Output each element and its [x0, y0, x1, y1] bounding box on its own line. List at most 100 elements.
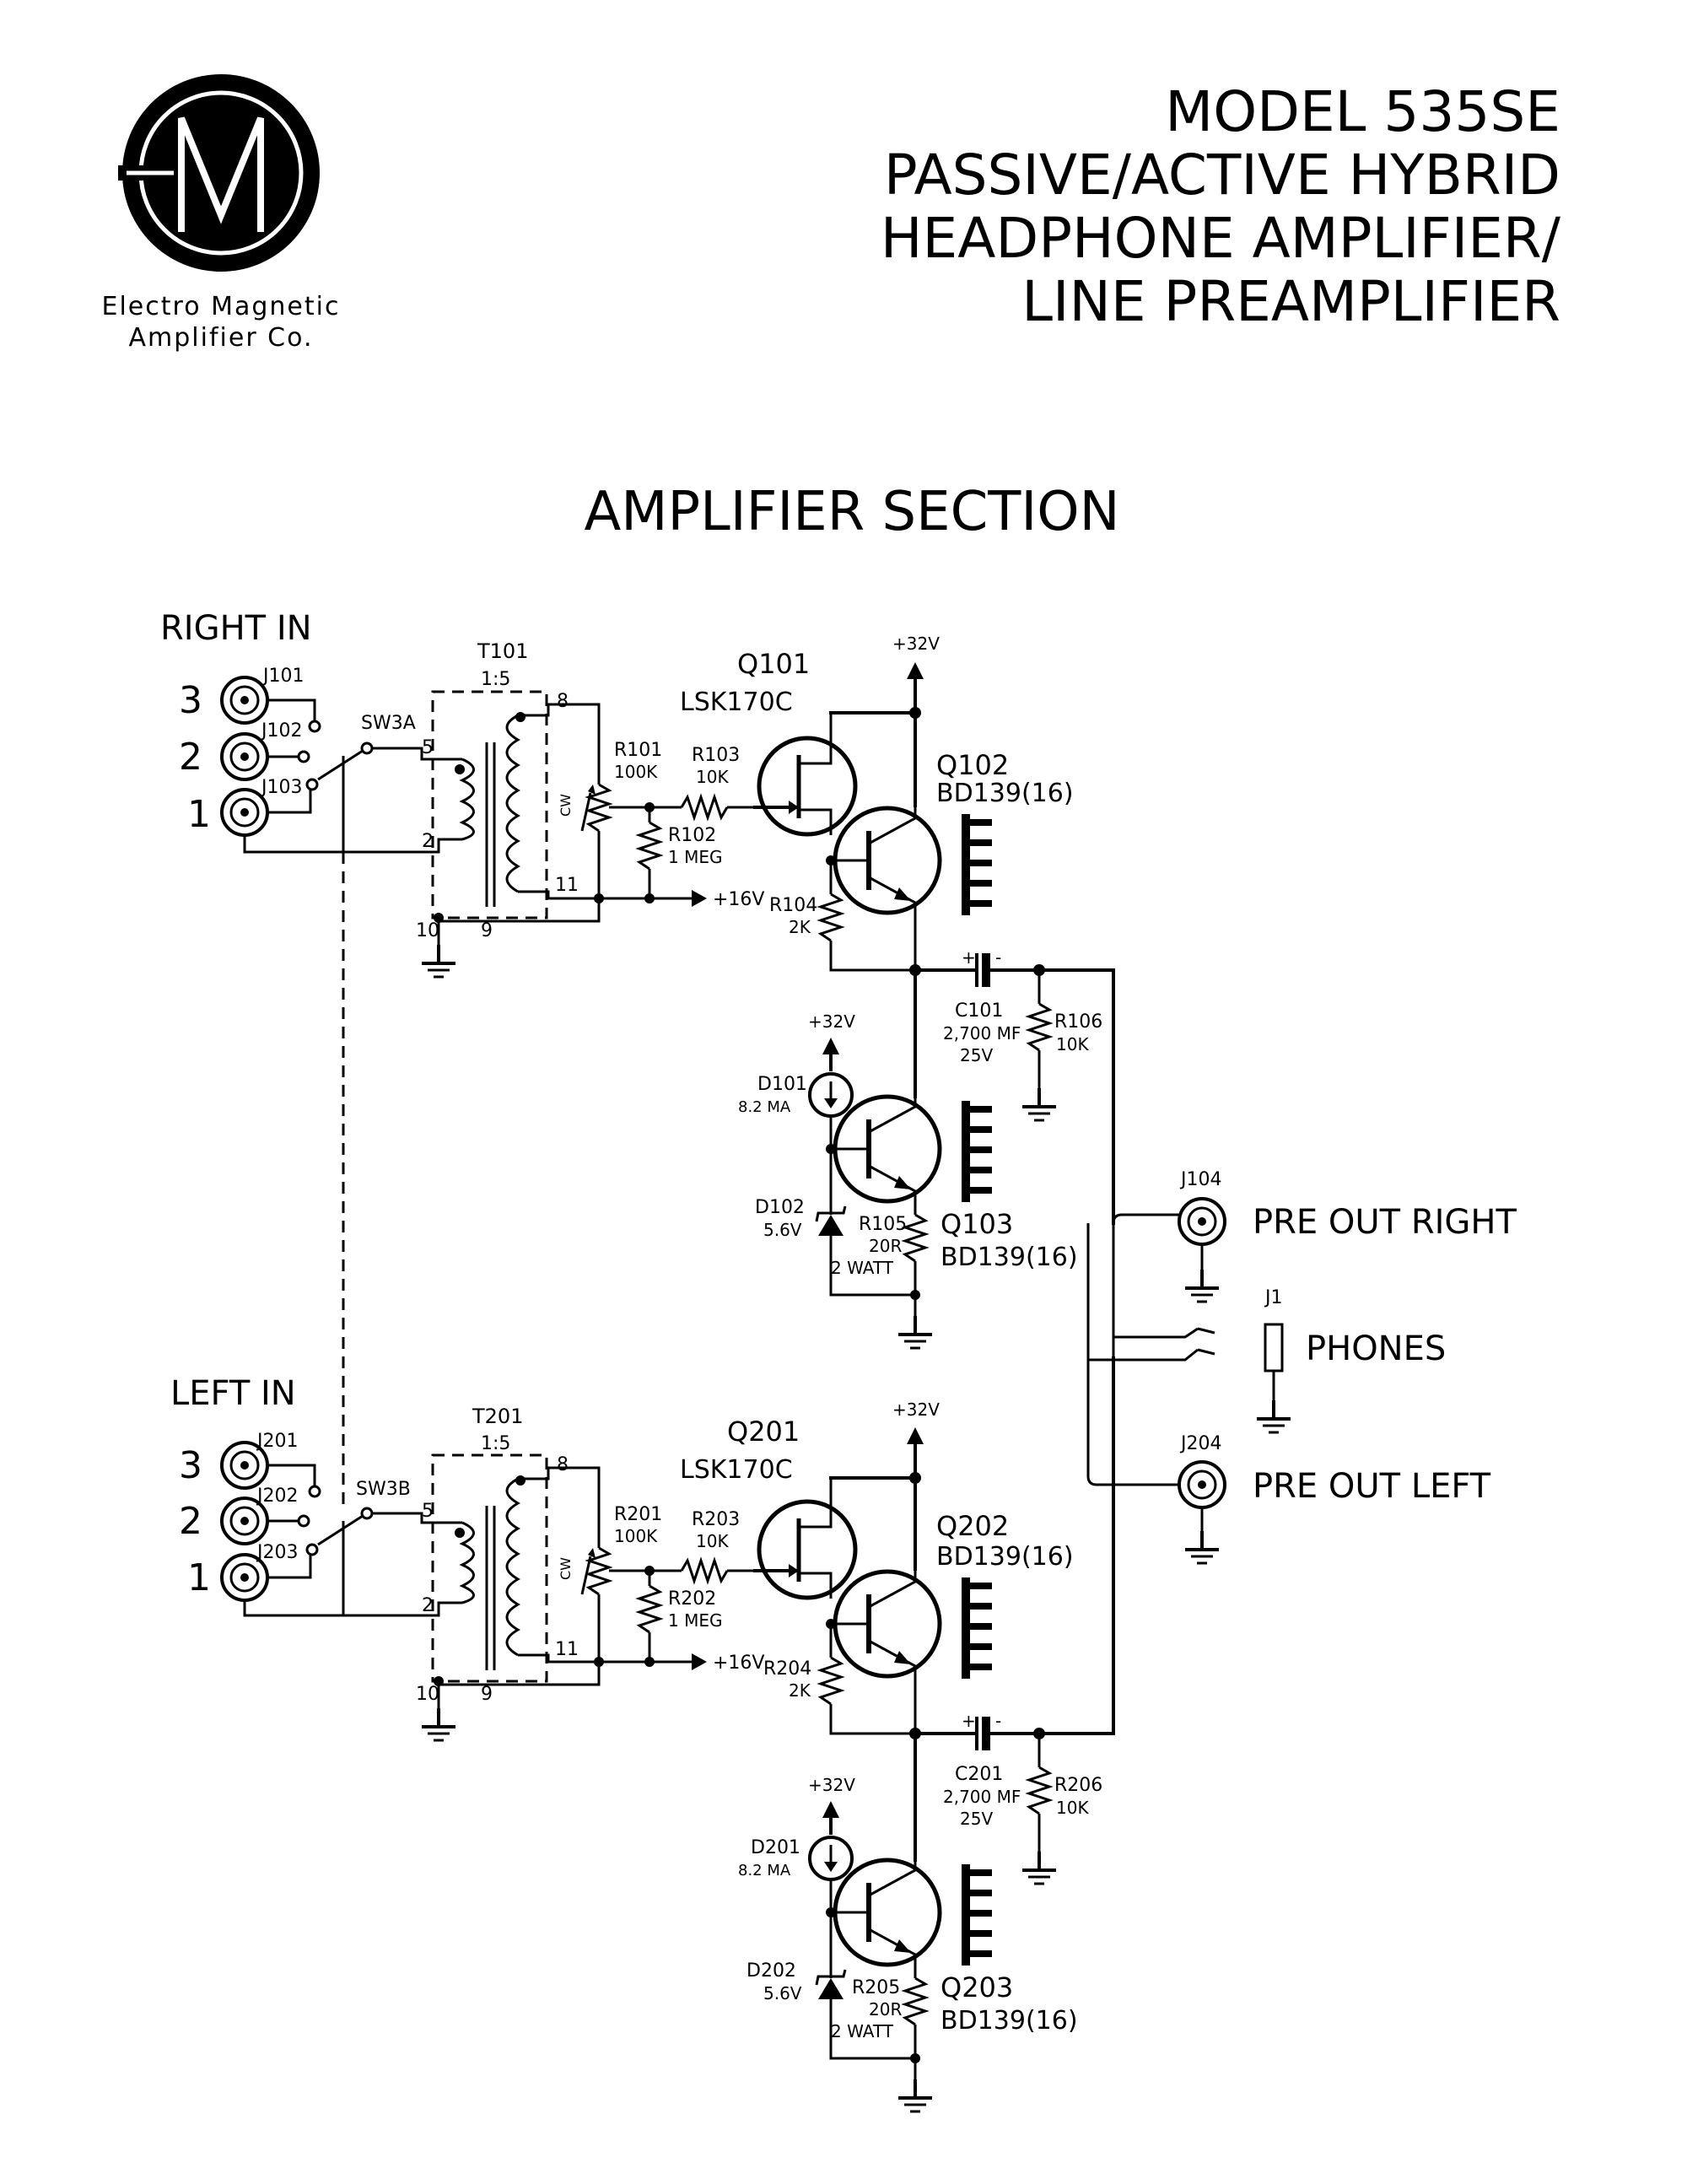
resistor-value: 2K — [789, 917, 811, 937]
resistor-ref: R103 — [692, 745, 740, 766]
pot-cw-mark: CW — [558, 1557, 574, 1580]
jfet-icon — [753, 713, 858, 837]
jack-ref: J202 — [256, 1486, 298, 1507]
resistor-icon — [635, 1584, 664, 1634]
supply-label: +32V — [892, 1399, 940, 1420]
resistor-ref: R105 — [859, 1214, 907, 1235]
pot-value: 100K — [614, 1526, 658, 1546]
input-number-2: 2 — [179, 736, 202, 779]
jack-ref: J101 — [261, 666, 304, 687]
input-number-3: 3 — [179, 1444, 202, 1487]
resistor-power: 2 WATT — [831, 2021, 894, 2041]
resistor-ref: R202 — [668, 1588, 716, 1610]
heatsink-icon — [962, 814, 992, 915]
transformer-shield — [431, 690, 548, 919]
supply-label: +32V — [808, 1011, 855, 1032]
rca-jack-icon — [1178, 1197, 1226, 1246]
resistor-icon — [680, 1556, 729, 1585]
jack-ref: J102 — [260, 720, 302, 741]
transformer-ratio: 1:5 — [481, 669, 510, 690]
resistor-value: 10K — [1056, 1798, 1089, 1818]
title-line3: HEADPHONE AMPLIFIER/ — [881, 206, 1561, 271]
ground-icon — [1255, 1399, 1292, 1434]
current-regulator-diode-icon — [808, 1072, 854, 1118]
channel-right: RIGHT IN 3 2 1 J101 J102 J103 SW3A T101 … — [160, 609, 1115, 1350]
resistor-ref: R203 — [692, 1509, 740, 1530]
cap-value: 2,700 MF — [943, 1787, 1021, 1807]
rca-jack-icon — [1178, 1460, 1226, 1509]
cap-minus: - — [995, 1711, 1001, 1731]
title-line1: MODEL 535SE — [1165, 79, 1560, 144]
jack-ref: J201 — [256, 1431, 298, 1452]
input-number-2: 2 — [179, 1500, 202, 1543]
section-title: AMPLIFIER SECTION — [584, 481, 1119, 543]
switch-ref: SW3B — [356, 1479, 411, 1500]
transformer-icon — [455, 712, 526, 907]
transformer-shield — [431, 1453, 548, 1683]
rca-jack-icon — [220, 676, 269, 725]
bias-rail-label: +16V — [713, 889, 764, 910]
pin: 10 — [416, 920, 439, 941]
ground-icon — [420, 1707, 457, 1742]
pin: 9 — [481, 1684, 493, 1705]
cap-minus: - — [995, 947, 1001, 968]
rca-jack-icon — [220, 732, 269, 781]
diode-ref: D201 — [751, 1837, 800, 1858]
jack-ref: J203 — [256, 1542, 298, 1563]
capacitor-icon — [982, 1717, 990, 1750]
jack-ref: J104 — [1179, 1169, 1221, 1190]
resistor-ref: R205 — [852, 1977, 900, 1998]
ground-icon — [897, 2078, 934, 2113]
resistor-value: 10K — [696, 1531, 729, 1551]
bias-rail-label: +16V — [713, 1653, 764, 1674]
cap-voltage: 25V — [960, 1045, 993, 1065]
heatsink-icon — [962, 1864, 992, 1966]
supply-label: +32V — [808, 1775, 855, 1795]
jfet-ref: Q201 — [727, 1416, 800, 1448]
resistor-value: 20R — [869, 1999, 902, 2020]
bjt-ref: Q202 — [936, 1510, 1009, 1542]
pre-out-left-label: PRE OUT LEFT — [1253, 1467, 1491, 1506]
bjt-ref: Q102 — [936, 749, 1009, 781]
channel-left: LEFT IN 3 2 1 J201 J202 J203 SW3B T201 1… — [170, 1356, 1115, 2113]
ground-icon — [1021, 1850, 1058, 1885]
jack-ref: J103 — [260, 777, 302, 798]
zener-ref: D202 — [746, 1960, 796, 1982]
input-number-1: 1 — [187, 793, 211, 836]
resistor-value: 1 MEG — [668, 847, 722, 867]
resistor-icon — [901, 1213, 930, 1263]
pin: 9 — [481, 920, 493, 941]
diode-value: 8.2 MA — [738, 1862, 791, 1879]
ground-icon — [897, 1314, 934, 1350]
diode-value: 8.2 MA — [738, 1098, 791, 1116]
company-name-line2: Amplifier Co. — [129, 323, 314, 353]
diode-ref: D101 — [757, 1074, 807, 1095]
potentiometer-icon — [585, 783, 613, 833]
bjt-part: BD139(16) — [936, 779, 1074, 808]
resistor-icon — [635, 821, 664, 871]
pot-ref: R201 — [614, 1504, 662, 1525]
pot-cw-mark: CW — [558, 794, 574, 817]
resistor-value: 10K — [1056, 1034, 1089, 1054]
company-name-line1: Electro Magnetic — [102, 292, 341, 321]
transformer-icon — [455, 1475, 526, 1670]
jfet-part: LSK170C — [680, 688, 793, 717]
heatsink-icon — [962, 1577, 992, 1679]
pot-ref: R101 — [614, 740, 662, 761]
resistor-icon — [901, 1976, 930, 2026]
cap-ref: C201 — [955, 1764, 1003, 1785]
resistor-ref: R102 — [668, 825, 716, 846]
current-regulator-diode-icon — [808, 1836, 854, 1881]
potentiometer-icon — [585, 1546, 613, 1596]
jfet-ref: Q101 — [737, 648, 810, 680]
input-number-3: 3 — [179, 679, 202, 722]
transformer-ref: T101 — [477, 639, 528, 663]
resistor-ref: R204 — [763, 1658, 811, 1680]
jack-ref: J1 — [1264, 1287, 1283, 1308]
cap-value: 2,700 MF — [943, 1023, 1021, 1043]
zener-value: 5.6V — [763, 1983, 802, 2003]
input-label: RIGHT IN — [160, 609, 312, 648]
ground-icon — [1183, 1268, 1221, 1303]
bjt-part: BD139(16) — [941, 1243, 1078, 1272]
switch-ref: SW3A — [361, 713, 416, 734]
